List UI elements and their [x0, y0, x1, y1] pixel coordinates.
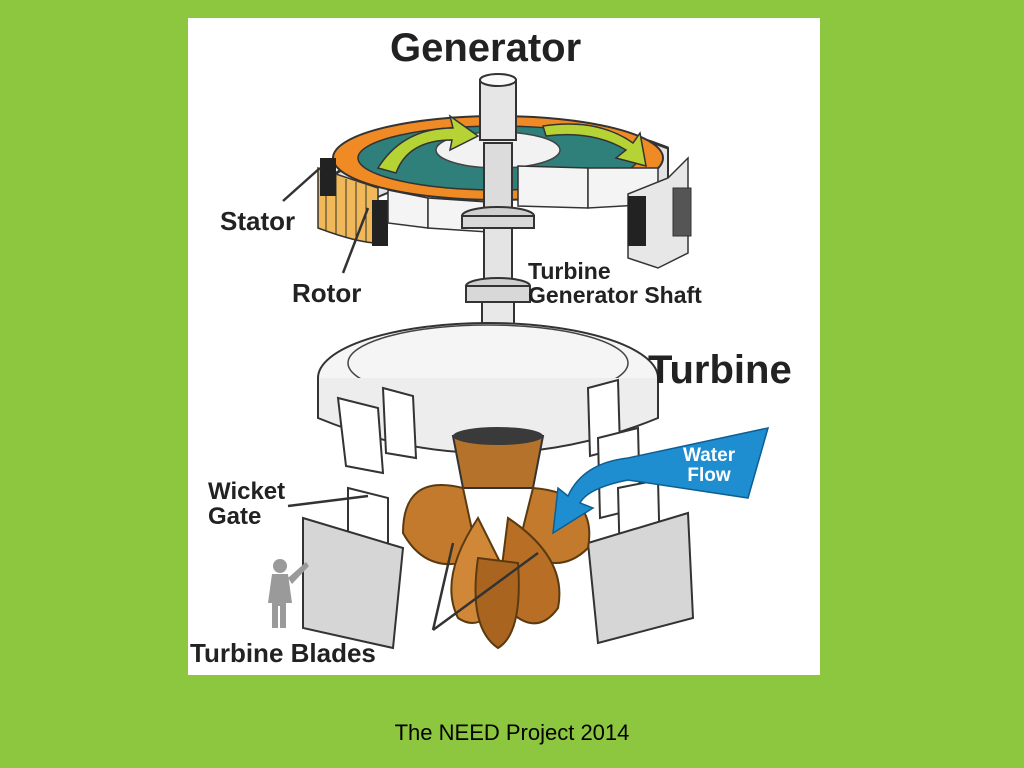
water-flow-arrow	[552, 427, 770, 535]
diagram-illustration	[268, 73, 770, 650]
stator-label: Stator	[220, 206, 296, 236]
hydro-generator-diagram: Generator Stator Rotor Turbine Generator…	[188, 18, 820, 675]
wicket-gate-label-line2: Gate	[208, 503, 262, 531]
person-silhouette-icon	[268, 559, 309, 628]
wicket-gate-label: Wicket Gate	[208, 478, 286, 531]
water-flow-label-line2: Flow	[687, 464, 731, 486]
rotor-label: Rotor	[292, 278, 362, 308]
water-flow-label: Water Flow	[683, 446, 735, 486]
footer-credit: The NEED Project 2014	[394, 720, 630, 745]
turbine-blades-label: Turbine Blades	[190, 638, 376, 668]
water-flow-label-line1: Water	[683, 445, 736, 466]
shaft-label: Turbine Generator Shaft	[528, 259, 702, 307]
turbine-housing	[302, 322, 695, 650]
turbine-blades	[401, 427, 591, 650]
shaft-label-line1: Turbine	[528, 258, 611, 284]
turbine-title: Turbine	[648, 348, 792, 392]
leader-lines	[282, 167, 539, 632]
shaft-label-line2: Generator Shaft	[528, 282, 702, 309]
generator-title: Generator	[390, 26, 582, 70]
wicket-gate-label-line1: Wicket	[208, 478, 286, 505]
